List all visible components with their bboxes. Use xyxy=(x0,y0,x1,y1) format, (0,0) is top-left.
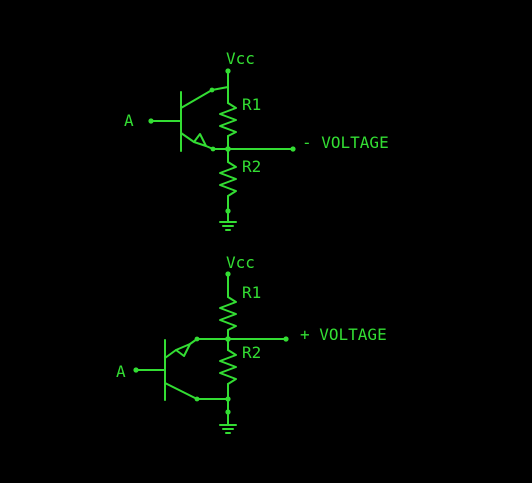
resistor-r2-top xyxy=(219,161,237,197)
transistor-bottom xyxy=(164,336,229,402)
output-label-top: - VOLTAGE xyxy=(302,133,389,152)
emitter-arrow-bottom xyxy=(175,343,191,357)
ground-symbol-bottom xyxy=(219,424,237,434)
vcc-label-bottom: Vcc xyxy=(226,253,255,272)
ground-symbol-top xyxy=(219,221,237,231)
output-terminal-bottom xyxy=(283,336,289,342)
transistor-top xyxy=(180,86,229,152)
r1-label-top: R1 xyxy=(242,95,261,114)
vcc-label-top: Vcc xyxy=(226,49,255,68)
r1-label-bottom: R1 xyxy=(242,283,261,302)
input-label-bottom: A xyxy=(116,362,126,381)
r2-label-top: R2 xyxy=(242,157,261,176)
r2-label-bottom: R2 xyxy=(242,343,261,362)
ground-node-top xyxy=(225,208,231,214)
output-terminal-top xyxy=(290,146,296,152)
circuit-top: Vcc R1 - VOLTAGE R2 A xyxy=(124,49,389,231)
resistor-r1-top xyxy=(219,102,237,137)
emitter-arrow-top xyxy=(193,133,207,147)
circuit-bottom: Vcc R1 + VOLTAGE R2 A xyxy=(116,253,387,434)
resistor-r2-bottom xyxy=(219,349,237,385)
ground-node-bottom xyxy=(225,409,231,415)
resistor-r1-bottom xyxy=(219,296,237,331)
output-label-bottom: + VOLTAGE xyxy=(300,325,387,344)
input-label-top: A xyxy=(124,111,134,130)
